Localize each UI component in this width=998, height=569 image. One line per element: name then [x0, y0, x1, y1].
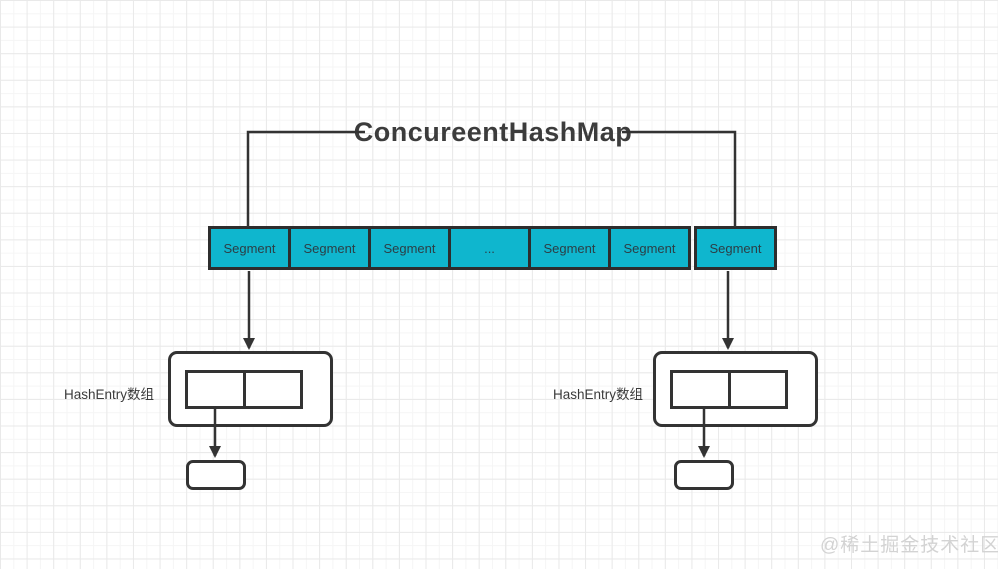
- right-hashentry-label: HashEntry数组: [552, 387, 643, 402]
- right-hashentry-array-box: [653, 351, 818, 427]
- watermark-text: @稀土掘金技术社区: [820, 535, 998, 556]
- right-entry-node: [674, 460, 734, 490]
- left-entry-node: [186, 460, 246, 490]
- left-hashentry-cell-2: [242, 373, 301, 406]
- segment-box: Segment: [528, 226, 611, 270]
- left-hashentry-cell-1: [188, 373, 243, 406]
- segment-box: Segment: [608, 226, 691, 270]
- segment-array: Segment Segment Segment ... Segment Segm…: [208, 226, 691, 270]
- left-hashentry-label: HashEntry数组: [63, 387, 154, 402]
- left-hashentry-inner-box: [185, 370, 303, 409]
- segment-box-ellipsis: ...: [448, 226, 531, 270]
- segment-box-last: Segment: [694, 226, 777, 270]
- right-hashentry-cell-1: [673, 373, 728, 406]
- segment-box: Segment: [288, 226, 371, 270]
- segment-box: Segment: [208, 226, 291, 270]
- segment-box: Segment: [368, 226, 451, 270]
- right-hashentry-inner-box: [670, 370, 788, 409]
- left-hashentry-array-box: [168, 351, 333, 427]
- right-hashentry-cell-2: [727, 373, 786, 406]
- diagram-title: ConcureentHashMap: [353, 117, 633, 147]
